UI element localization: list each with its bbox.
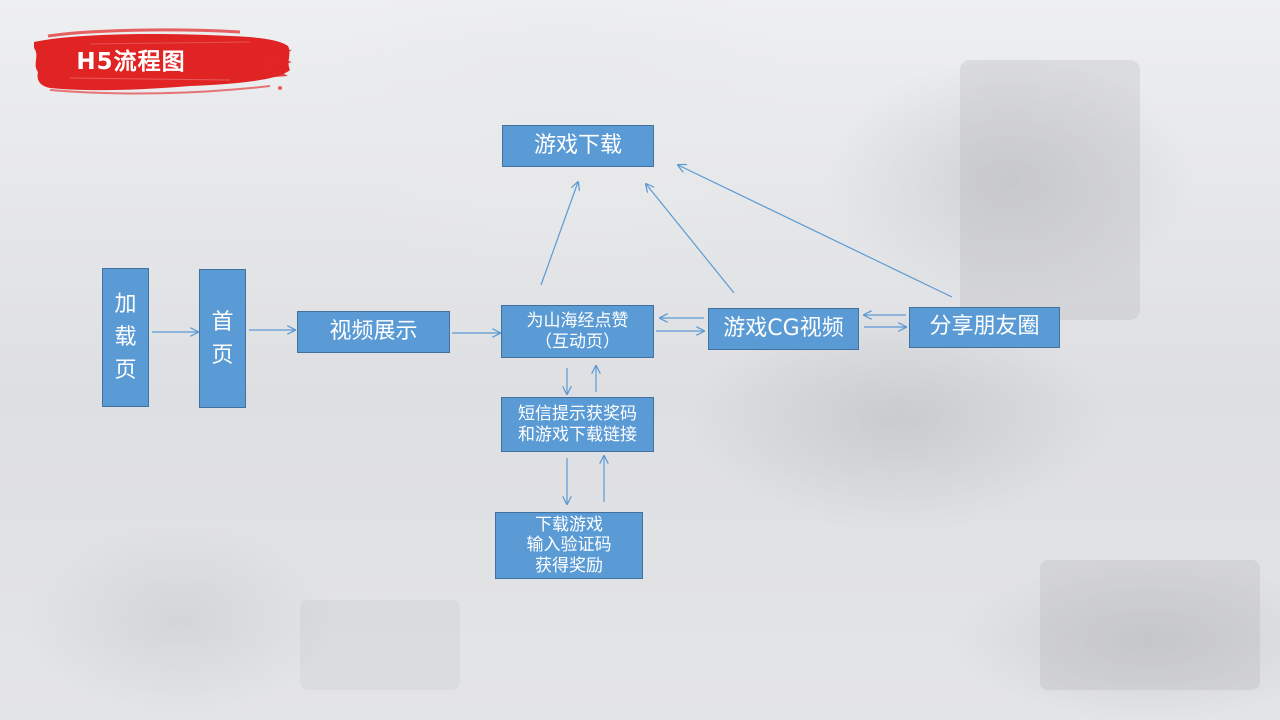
node-label: 游戏下载	[533, 132, 622, 158]
node-home-page: 首 页	[199, 269, 246, 408]
node-char: 页	[211, 342, 234, 368]
node-game-download: 游戏下载	[502, 125, 654, 167]
title-banner: H5流程图	[30, 28, 292, 96]
node-label: 分享朋友圈	[929, 314, 1040, 340]
node-label: 视频展示	[329, 318, 418, 344]
node-label: 下载游戏	[535, 514, 603, 535]
background-shape	[960, 60, 1140, 320]
node-share-moments: 分享朋友圈	[909, 307, 1060, 348]
node-char: 首	[211, 309, 234, 335]
node-char: 加	[114, 292, 137, 317]
node-label: 获得奖励	[535, 555, 603, 576]
node-label: 为山海经点赞	[526, 311, 629, 332]
page-title: H5流程图	[76, 49, 186, 75]
background-shape	[1040, 560, 1260, 690]
node-label: 输入验证码	[526, 535, 612, 556]
node-label: 短信提示获奖码	[518, 404, 637, 425]
arrow-share-to-download	[678, 165, 953, 298]
node-reward: 下载游戏 输入验证码 获得奖励	[495, 512, 643, 579]
background-shape	[300, 600, 460, 690]
brush-stroke-icon	[34, 28, 292, 95]
node-video-show: 视频展示	[297, 311, 450, 353]
node-sms-notice: 短信提示获奖码 和游戏下载链接	[501, 397, 654, 452]
node-label: 游戏CG视频	[723, 315, 844, 341]
node-cg-video: 游戏CG视频	[708, 308, 859, 350]
arrow-like-to-download	[540, 182, 578, 286]
arrow-cg-to-download	[646, 184, 735, 294]
node-loading-page: 加 载 页	[102, 268, 149, 407]
node-label: 和游戏下载链接	[518, 424, 637, 445]
node-label: （互动页）	[535, 331, 620, 352]
node-char: 载	[114, 325, 137, 350]
node-like-interactive: 为山海经点赞 （互动页）	[501, 305, 654, 358]
node-char: 页	[114, 358, 137, 383]
